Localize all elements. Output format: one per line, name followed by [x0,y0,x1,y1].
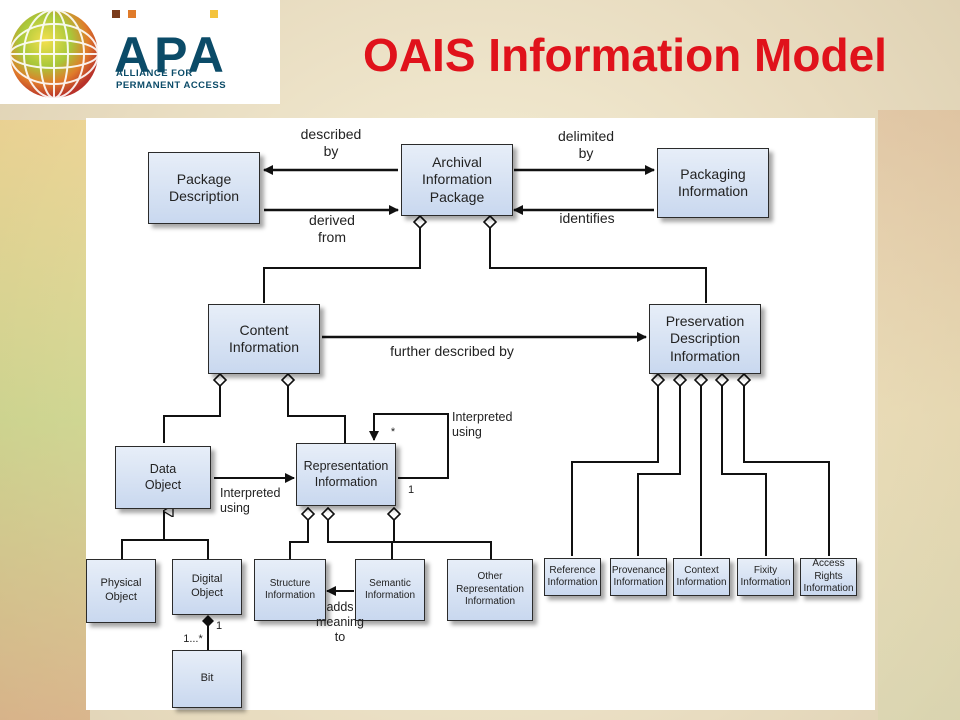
box-packaging-information: Packaging Information [657,148,769,218]
box-bit: Bit [172,650,242,708]
oais-diagram: Package Description Archival Information… [86,118,875,710]
box-archival-information-package: Archival Information Package [401,144,513,216]
box-context-information: Context Information [673,558,730,596]
label-further-described-by: further described by [390,343,514,359]
label-multiplicity-one-bit: 1 [215,620,223,632]
diagram-connectors [121,165,830,650]
logo-acronym: APA [114,27,228,83]
box-reference-information: Reference Information [544,558,601,596]
label-derived-from: derived from [309,212,355,245]
box-preservation-description-information: Preservation Description Information [649,304,761,374]
label-multiplicity-star: * [390,426,396,438]
box-other-representation-information: Other Representation Information [447,559,533,621]
box-provenance-information: Provenance Information [610,558,667,596]
label-identifies: identifies [559,210,615,226]
logo: APA ALLIANCE FOR PERMANENT ACCESS [0,0,280,104]
logo-line-1: ALLIANCE FOR [116,68,193,79]
box-access-rights-information: Access Rights Information [800,558,857,596]
label-adds-meaning-to: adds meaning to [316,600,364,644]
logo-line-2: PERMANENT ACCESS [116,80,227,91]
label-interpreted-using: Interpreted using [220,486,281,515]
box-representation-information: Representation Information [296,443,396,506]
label-delimited-by: delimited by [557,128,615,161]
box-content-information: Content Information [208,304,320,374]
background-globe-tile [0,120,90,720]
slide-title: OAIS Information Model [363,29,887,81]
box-data-object: Data Object [115,446,211,509]
box-semantic-information: Semantic Information [355,559,425,621]
box-digital-object: Digital Object [172,559,242,615]
box-structure-information: Structure Information [254,559,326,621]
label-multiplicity-one-many: 1...* [183,633,203,645]
label-interpreted-using-self: Interpreted using [452,410,513,439]
box-fixity-information: Fixity Information [737,558,794,596]
box-physical-object: Physical Object [86,559,156,623]
background-globe-tile [878,110,960,720]
label-multiplicity-one-rep: 1 [407,484,415,496]
globe-logo-icon [9,9,99,99]
box-package-description: Package Description [148,152,260,224]
label-described-by: described by [300,126,362,159]
